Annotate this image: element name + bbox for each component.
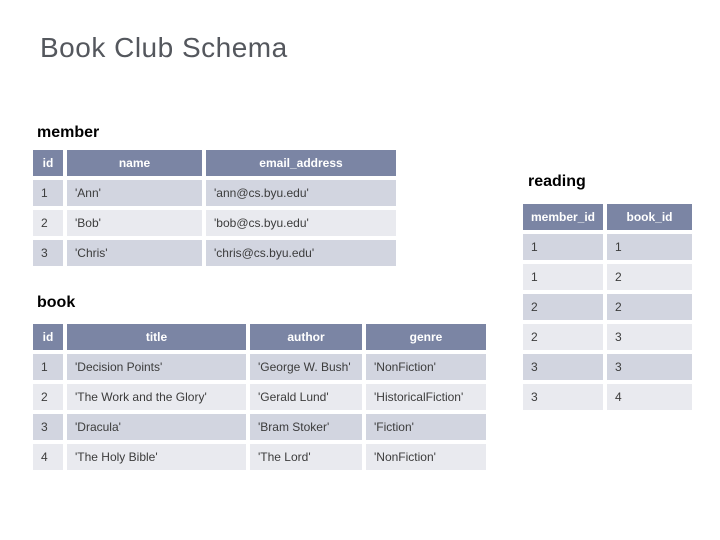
table-cell: 'NonFiction'	[366, 354, 486, 380]
page-title: Book Club Schema	[40, 32, 288, 63]
table-cell: 3	[33, 240, 63, 266]
table-header-cell: name	[67, 150, 202, 176]
table-cell: 4	[607, 384, 692, 410]
table-row: 2'The Work and the Glory''Gerald Lund''H…	[33, 384, 486, 410]
table-cell: 'Chris'	[67, 240, 202, 266]
table-header-cell: member_id	[523, 204, 603, 230]
table-cell: 'HistoricalFiction'	[366, 384, 486, 410]
table-cell: 'Fiction'	[366, 414, 486, 440]
table-header-cell: id	[33, 324, 63, 350]
table-cell: 'chris@cs.byu.edu'	[206, 240, 396, 266]
table-cell: 'NonFiction'	[366, 444, 486, 470]
table-cell: 3	[607, 324, 692, 350]
table-header-cell: genre	[366, 324, 486, 350]
table-cell: 3	[523, 384, 603, 410]
table-row: 4'The Holy Bible''The Lord''NonFiction'	[33, 444, 486, 470]
table-cell: 'ann@cs.byu.edu'	[206, 180, 396, 206]
table-cell: 'The Work and the Glory'	[67, 384, 246, 410]
table-cell: 2	[33, 210, 63, 236]
book-table-label: book	[37, 294, 76, 311]
table-cell: 2	[33, 384, 63, 410]
table-cell: 3	[33, 414, 63, 440]
table-cell: 'Bram Stoker'	[250, 414, 362, 440]
table-cell: 1	[523, 264, 603, 290]
table-cell: 2	[607, 294, 692, 320]
table-cell: 'Gerald Lund'	[250, 384, 362, 410]
table-cell: 2	[523, 294, 603, 320]
table-cell: 4	[33, 444, 63, 470]
table-cell: 2	[523, 324, 603, 350]
table-cell: 'bob@cs.byu.edu'	[206, 210, 396, 236]
table-row: 3'Chris''chris@cs.byu.edu'	[33, 240, 396, 266]
table-header-cell: author	[250, 324, 362, 350]
table-cell: 'Decision Points'	[67, 354, 246, 380]
table-cell: 1	[607, 234, 692, 260]
table-cell: 'The Lord'	[250, 444, 362, 470]
table-cell: 'George W. Bush'	[250, 354, 362, 380]
member-table-label: member	[37, 124, 100, 141]
table-cell: 'Ann'	[67, 180, 202, 206]
table-cell: 1	[523, 234, 603, 260]
table-header-cell: email_address	[206, 150, 396, 176]
table-row: 1'Ann''ann@cs.byu.edu'	[33, 180, 396, 206]
table-header-cell: book_id	[607, 204, 692, 230]
table-row: 1'Decision Points''George W. Bush''NonFi…	[33, 354, 486, 380]
table-row: 2'Bob''bob@cs.byu.edu'	[33, 210, 396, 236]
table-row: 3'Dracula''Bram Stoker''Fiction'	[33, 414, 486, 440]
table-cell: 2	[607, 264, 692, 290]
table-header-cell: id	[33, 150, 63, 176]
table-cell: 'Bob'	[67, 210, 202, 236]
table-cell: 1	[33, 354, 63, 380]
table-cell: 3	[523, 354, 603, 380]
table-cell: 1	[33, 180, 63, 206]
table-cell: 3	[607, 354, 692, 380]
table-cell: 'The Holy Bible'	[67, 444, 246, 470]
table-header-cell: title	[67, 324, 246, 350]
table-cell: 'Dracula'	[67, 414, 246, 440]
reading-table-label: reading	[528, 173, 586, 190]
